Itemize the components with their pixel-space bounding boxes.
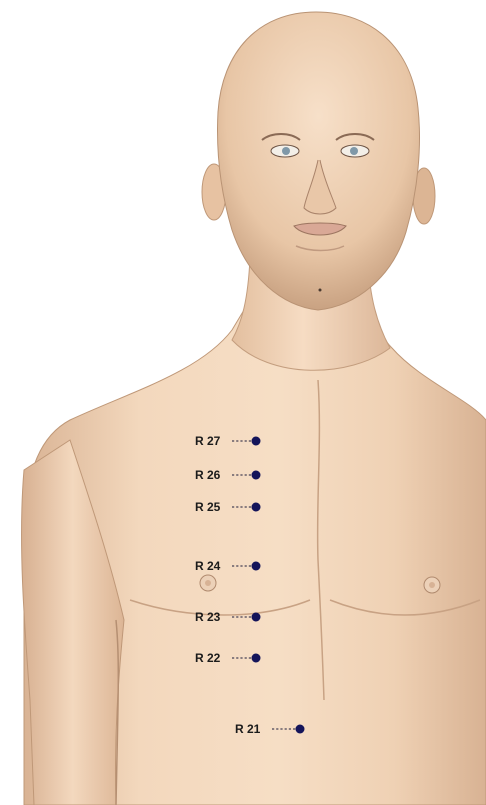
- point-dot-r25[interactable]: [252, 503, 261, 512]
- point-label-r23: R 23: [195, 610, 221, 624]
- point-label-r24: R 24: [195, 559, 221, 573]
- point-dot-r24[interactable]: [252, 562, 261, 571]
- point-dot-r21[interactable]: [296, 725, 305, 734]
- point-dot-r23[interactable]: [252, 613, 261, 622]
- left-nipple: [424, 577, 440, 593]
- point-label-r21: R 21: [235, 722, 261, 736]
- point-label-r26: R 26: [195, 468, 221, 482]
- point-label-r27: R 27: [195, 434, 221, 448]
- point-dot-r22[interactable]: [252, 654, 261, 663]
- point-label-r25: R 25: [195, 500, 221, 514]
- point-dot-r26[interactable]: [252, 471, 261, 480]
- point-label-r22: R 22: [195, 651, 221, 665]
- right-nipple: [200, 575, 216, 591]
- point-dot-r27[interactable]: [252, 437, 261, 446]
